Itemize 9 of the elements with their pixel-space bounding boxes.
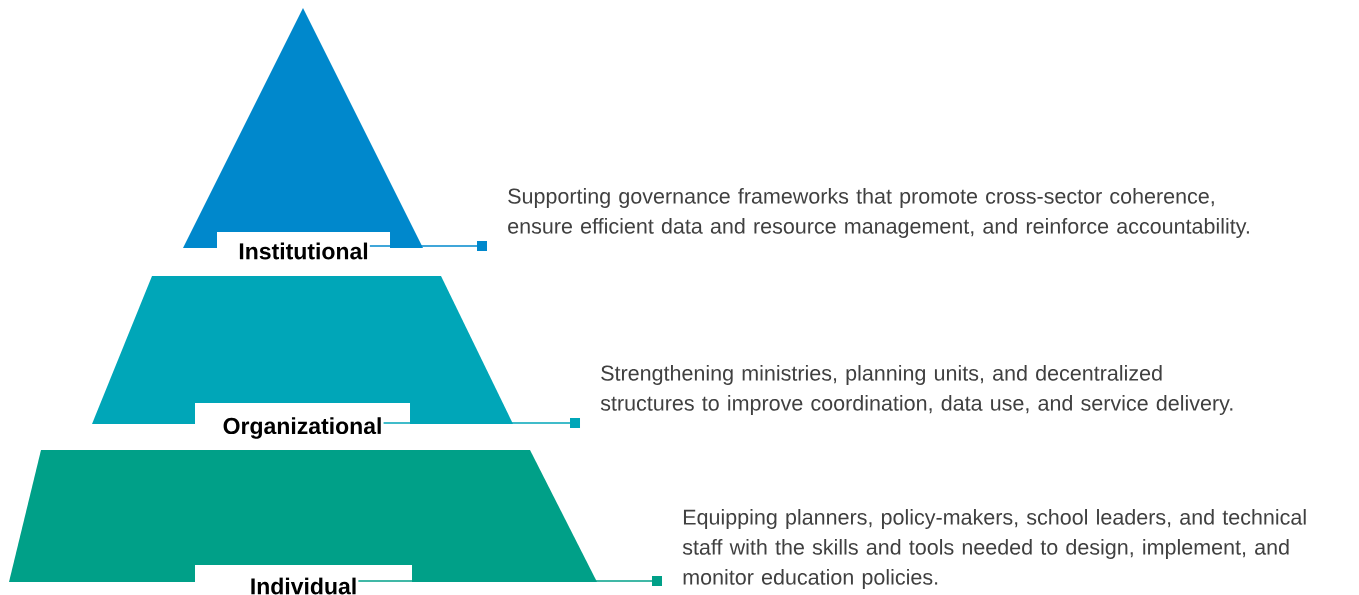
leader-line: [382, 418, 580, 428]
pyramid-tier: Individual: [9, 450, 597, 595]
pyramid-tier: Organizational: [92, 276, 513, 440]
description-text: Supporting governance frameworks that promote cross-sector coherence, ensure efficient data and resource management, and reinforce accountability.: [508, 188, 1249, 239]
description-text: Equipping planners, policy-makers, school leaders, and technical staff with the skills and tools needed to design, implement, and monitor education policies.: [682, 509, 1306, 590]
leader-line: [369, 241, 487, 251]
description-text: Strengthening ministries, planning units, and decentralized structures to improve coordination, data use, and service delivery.: [600, 365, 1233, 416]
leader-line: [357, 576, 662, 586]
pyramid-tier: Institutional: [183, 8, 423, 268]
